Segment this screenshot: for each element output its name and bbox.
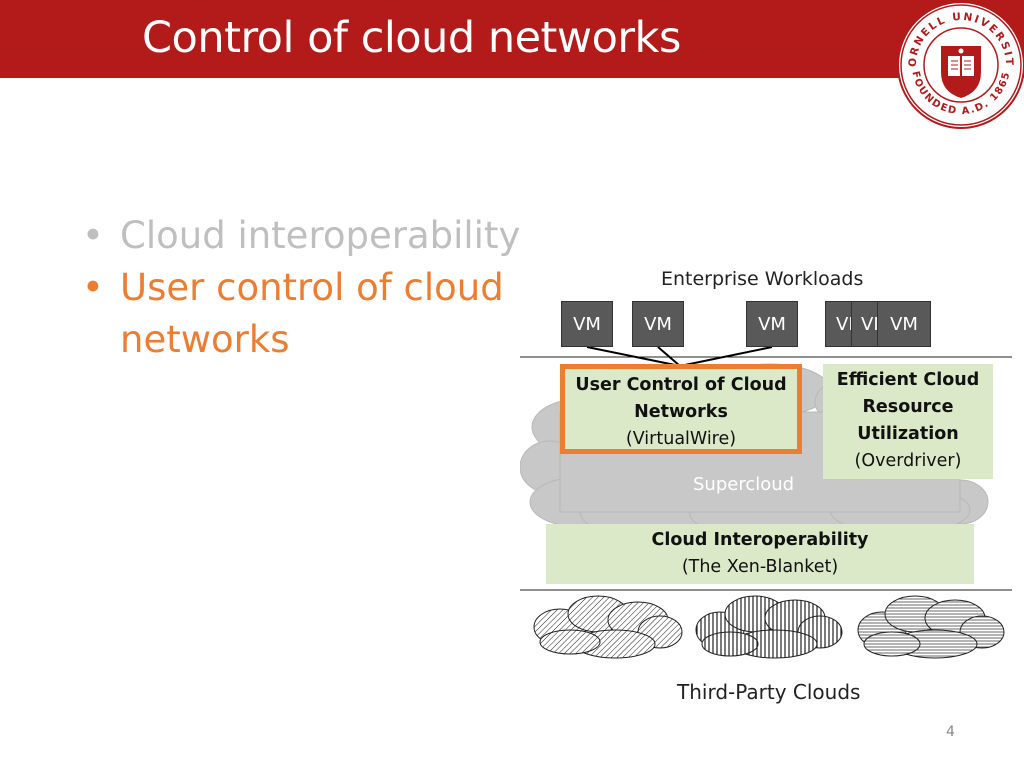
supercloud-label: Supercloud [693, 474, 795, 495]
bullet-text: Cloud interoperability [120, 214, 521, 257]
interop-title: Cloud Interoperability [651, 530, 869, 550]
third-party-cloud-1 [533, 595, 683, 659]
third-party-cloud-2 [695, 595, 843, 659]
bullet-item-user-control: • User control of cloud networks [80, 262, 530, 366]
vm-box: VM [632, 301, 684, 347]
vm-box: VM [746, 301, 798, 347]
third-party-cloud-3 [857, 595, 1005, 659]
third-party-clouds-label: Third-Party Clouds [677, 680, 861, 704]
efficient-title-1: Efficient Cloud [836, 370, 980, 390]
user-control-title-1: User Control of Cloud [575, 375, 787, 395]
user-control-box: User Control of Cloud Networks (VirtualW… [560, 364, 802, 454]
cloud-interoperability-box: Cloud Interoperability (The Xen-Blanket) [546, 524, 974, 584]
interop-subtitle: (The Xen-Blanket) [681, 557, 839, 577]
cornell-seal-logo: CORNELL UNIVERSITY FOUNDED A.D. 1865 [896, 0, 1024, 129]
vm-box: VM [561, 301, 613, 347]
efficient-title-2: Resource [862, 397, 954, 417]
user-control-subtitle: (VirtualWire) [625, 429, 737, 449]
enterprise-workloads-label: Enterprise Workloads [661, 268, 864, 290]
page-number: 4 [946, 724, 955, 740]
user-control-title-2: Networks [634, 402, 728, 422]
bullet-list: • Cloud interoperability • User control … [80, 210, 530, 366]
efficient-subtitle: (Overdriver) [854, 451, 962, 471]
efficient-resource-box: Efficient Cloud Resource Utilization (Ov… [823, 364, 993, 479]
bullet-text: User control of cloud networks [120, 266, 504, 361]
architecture-diagram: Enterprise Workloads VM VM VM VI VI VM U… [520, 262, 1020, 722]
bullet-dot-icon: • [82, 214, 104, 257]
vm-box: VM [877, 301, 931, 347]
bullet-item-cloud-interoperability: • Cloud interoperability [80, 210, 530, 262]
bullet-dot-icon: • [82, 266, 104, 309]
title-bar: Control of cloud networks [0, 0, 1024, 78]
efficient-title-3: Utilization [857, 424, 959, 444]
slide-title: Control of cloud networks [142, 13, 681, 63]
